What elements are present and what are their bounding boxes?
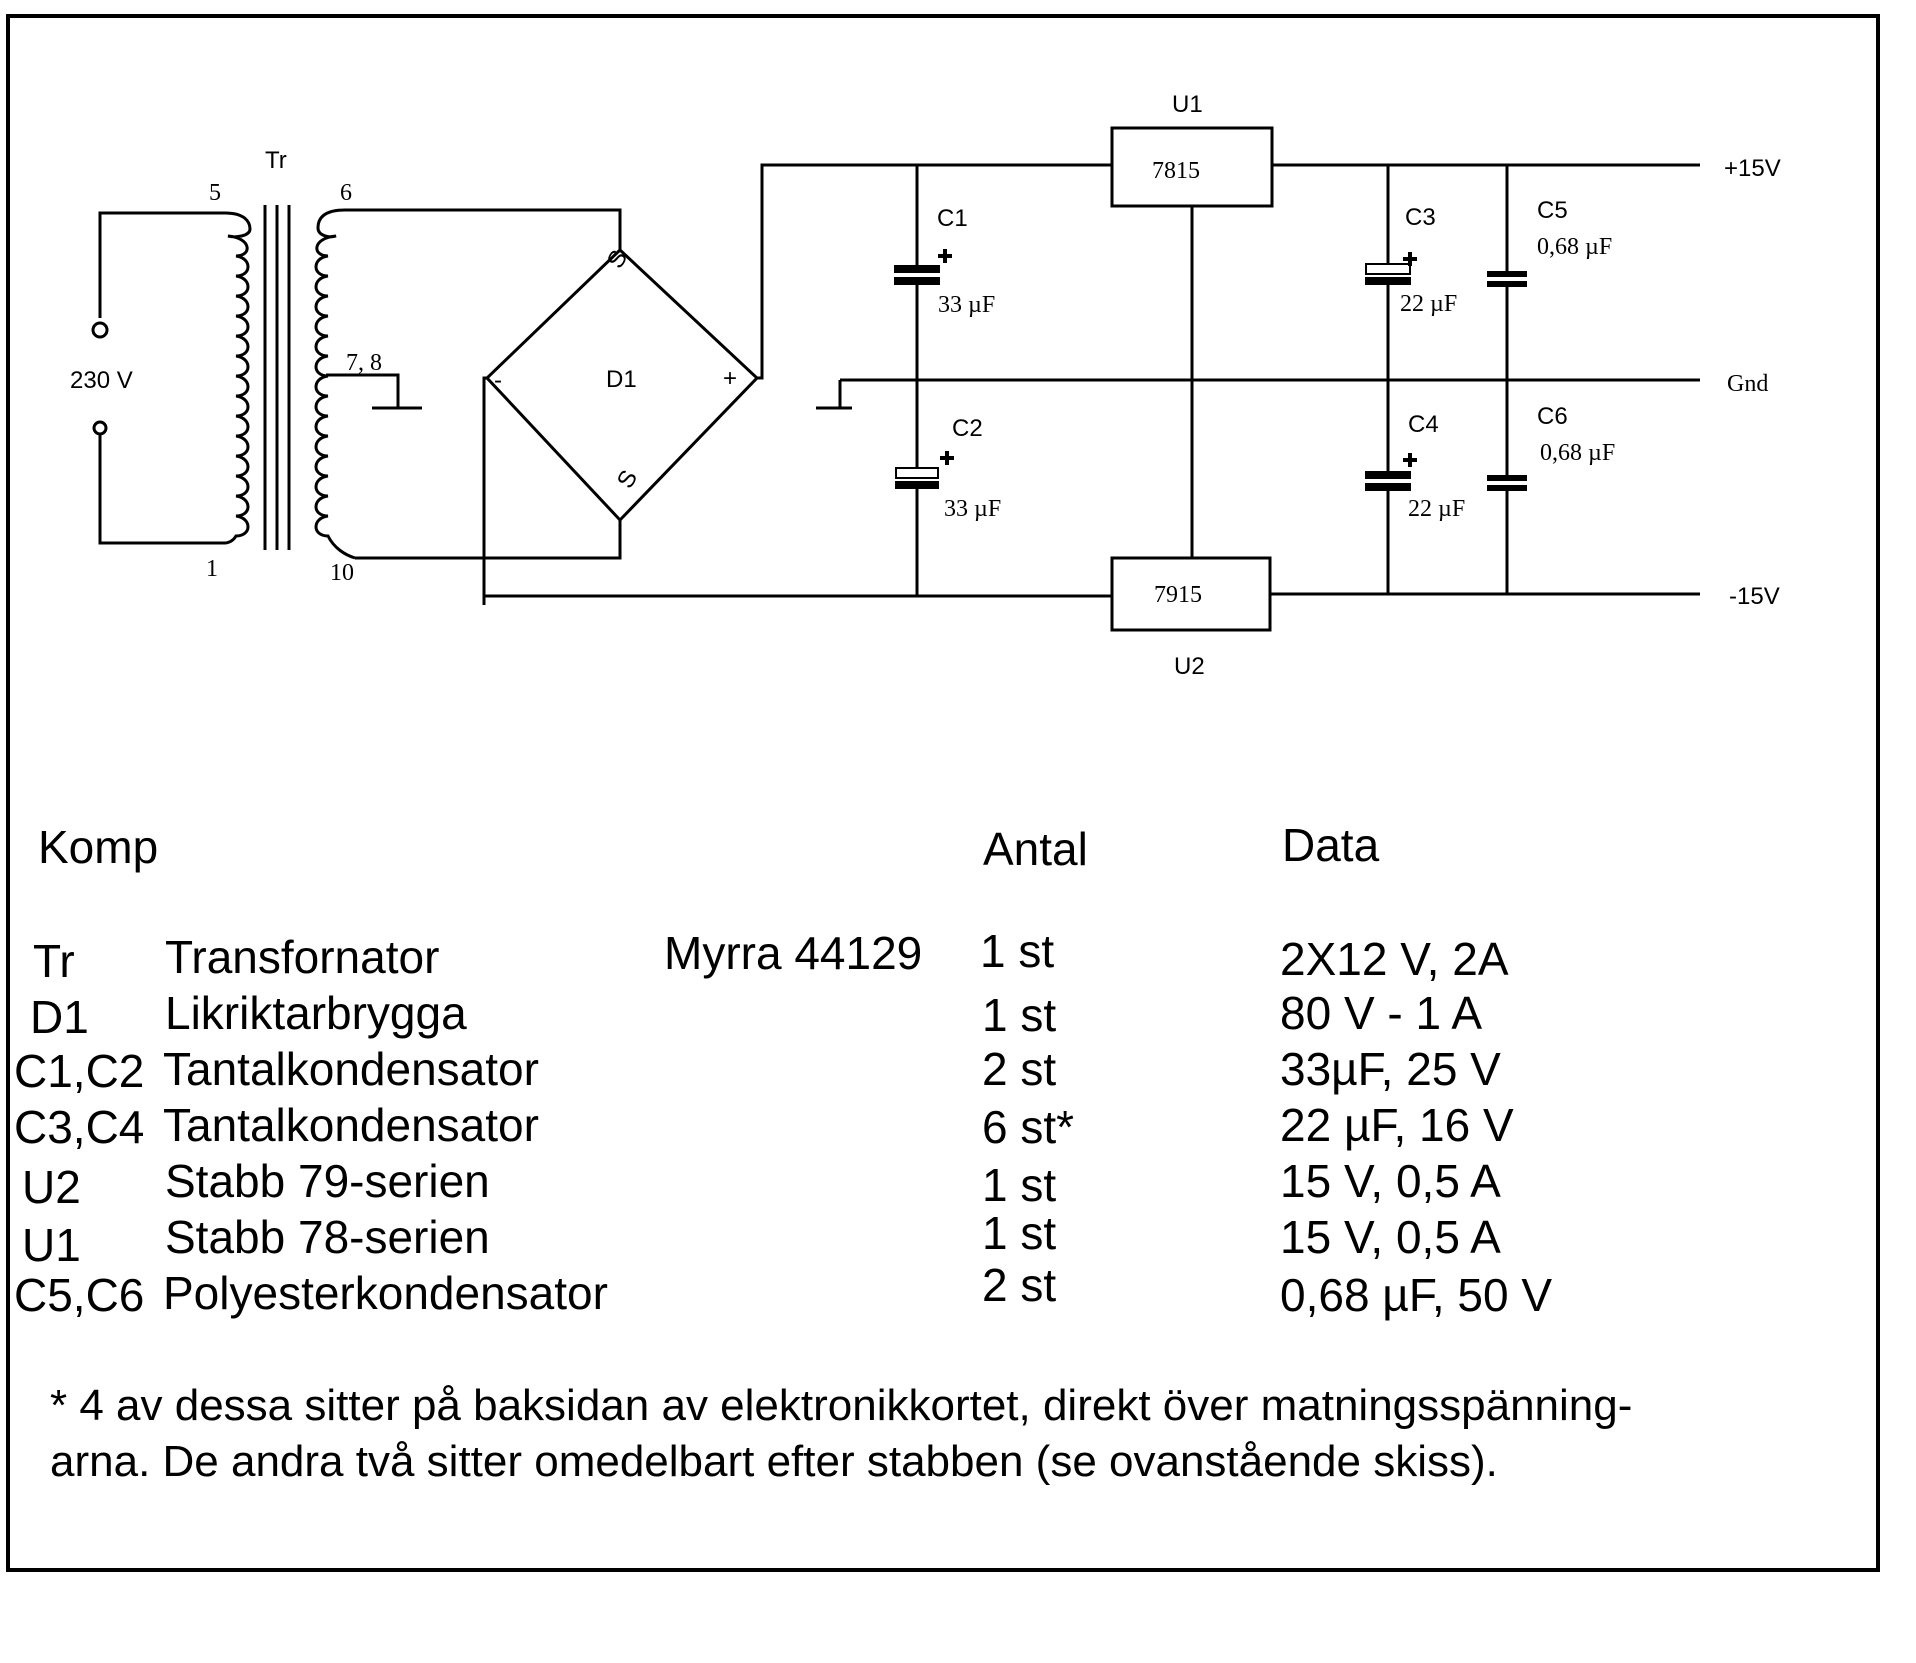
c1-plate-bottom xyxy=(894,277,940,285)
c1-plate-top xyxy=(894,265,940,273)
bridge-s-top-label: S xyxy=(602,246,633,273)
c4-value: 22 µF xyxy=(1408,496,1465,522)
bridge-minus-wire xyxy=(482,376,487,605)
table-row-name: Likriktarbrygga xyxy=(165,987,467,1039)
c3-value: 22 µF xyxy=(1400,291,1457,317)
table-row-antal: 1 st xyxy=(982,1159,1057,1211)
table-row-antal: 2 st xyxy=(982,1259,1057,1311)
pin-5-label: 5 xyxy=(209,180,221,206)
c4-plate-top xyxy=(1365,471,1411,479)
secondary-wire-top xyxy=(345,208,622,250)
bridge-rectifier-body xyxy=(484,247,760,523)
c2-plus-mark xyxy=(940,451,954,465)
pin-10-label: 10 xyxy=(330,560,354,586)
table-row-komp: C3,C4 xyxy=(14,1101,145,1153)
c4-plus-mark xyxy=(1403,453,1417,467)
c5-plate-top xyxy=(1487,271,1527,277)
c5-plate-bottom xyxy=(1487,281,1527,287)
u1-label: U1 xyxy=(1172,91,1203,118)
bridge-plus-wire xyxy=(757,163,1112,380)
c2-plate-top xyxy=(895,467,939,479)
input-wire-bottom xyxy=(98,435,225,545)
neg-rail-label: -15V xyxy=(1729,583,1780,610)
c4-plate-bottom xyxy=(1365,483,1411,491)
secondary-coil xyxy=(314,208,356,560)
table-row-antal: 1 st xyxy=(980,925,1055,977)
c1-value: 33 µF xyxy=(938,292,995,318)
pin-1-label: 1 xyxy=(206,556,218,582)
table-row-komp: C1,C2 xyxy=(14,1045,145,1097)
table-row-name: Tantalkondensator xyxy=(163,1043,539,1095)
pos-rail-label: +15V xyxy=(1724,155,1781,182)
input-terminal-bottom xyxy=(92,420,108,436)
power-supply-schematic: Tr 5 6 1 10 7, 8 230 V D1 - + S S C1 33 … xyxy=(70,91,1781,680)
pin-78-label: 7, 8 xyxy=(346,350,382,376)
table-row-komp: Tr xyxy=(33,935,75,987)
table-row-data: 33µF, 25 V xyxy=(1280,1043,1501,1095)
table-row-data: 22 µF, 16 V xyxy=(1280,1099,1514,1151)
c2-label: C2 xyxy=(952,415,983,442)
table-row-komp: U2 xyxy=(22,1161,81,1213)
transformer-label: Tr xyxy=(265,147,287,174)
table-row-data: 0,68 µF, 50 V xyxy=(1280,1269,1553,1321)
table-row-data: 15 V, 0,5 A xyxy=(1280,1211,1501,1263)
c5-value: 0,68 µF xyxy=(1537,234,1612,260)
c6-plate-top xyxy=(1487,475,1527,481)
table-header-antal: Antal xyxy=(983,823,1088,875)
c3-plate-top xyxy=(1365,263,1411,275)
table-row-data: 2X12 V, 2A xyxy=(1280,933,1509,985)
c3-label: C3 xyxy=(1405,204,1436,231)
c1-plus-mark xyxy=(938,249,952,263)
table-row-name: Transfornator xyxy=(165,931,440,983)
table-row-komp: C5,C6 xyxy=(14,1269,145,1321)
table-row-antal: 6 st* xyxy=(982,1101,1075,1153)
c2-value: 33 µF xyxy=(944,496,1001,522)
table-row-antal: 1 st xyxy=(982,989,1057,1041)
u2-part-label: 7915 xyxy=(1154,582,1202,608)
input-wire-top xyxy=(98,211,225,318)
c6-label: C6 xyxy=(1537,403,1568,430)
bridge-minus-label: - xyxy=(494,367,502,394)
table-row-komp: U1 xyxy=(22,1219,81,1271)
u2-label: U2 xyxy=(1174,653,1205,680)
secondary-wire-bottom xyxy=(355,520,622,560)
table-header-komp: Komp xyxy=(38,821,159,873)
bridge-plus-label: + xyxy=(723,365,737,392)
table-row-name: Tantalkondensator xyxy=(163,1099,539,1151)
table-row-name: Stabb 78-serien xyxy=(165,1211,490,1263)
footnote-line-1: * 4 av dessa sitter på baksidan av elekt… xyxy=(50,1381,1633,1430)
table-row-data: 80 V - 1 A xyxy=(1280,987,1483,1039)
gnd-rail-label: Gnd xyxy=(1727,371,1768,397)
table-row-name: Polyesterkondensator xyxy=(163,1267,608,1319)
c3-plus-mark xyxy=(1403,252,1417,266)
center-tap-wire xyxy=(326,373,400,408)
page-frame xyxy=(6,14,1880,1572)
table-row-komp: D1 xyxy=(30,991,89,1043)
pin-6-label: 6 xyxy=(340,180,352,206)
bridge-label: D1 xyxy=(606,366,637,393)
bridge-s-bottom-label: S xyxy=(612,466,643,493)
c2-plate-bottom xyxy=(895,481,939,489)
table-row-antal: 2 st xyxy=(982,1043,1057,1095)
table-row-data: 15 V, 0,5 A xyxy=(1280,1155,1501,1207)
table-row-antal: 1 st xyxy=(982,1207,1057,1259)
c3-plate-bottom xyxy=(1365,277,1411,285)
c4-label: C4 xyxy=(1408,411,1439,438)
c5-label: C5 xyxy=(1537,197,1568,224)
c6-plate-bottom xyxy=(1487,485,1527,491)
input-voltage-label: 230 V xyxy=(70,367,133,394)
primary-coil xyxy=(224,211,252,545)
u1-part-label: 7815 xyxy=(1152,158,1200,184)
input-terminal-top xyxy=(91,321,109,339)
table-row-name: Stabb 79-serien xyxy=(165,1155,490,1207)
c1-label: C1 xyxy=(937,205,968,232)
table-row-model: Myrra 44129 xyxy=(664,927,923,979)
footnote-line-2: arna. De andra två sitter omedelbart eft… xyxy=(50,1437,1498,1486)
table-header-data: Data xyxy=(1282,819,1380,871)
c6-value: 0,68 µF xyxy=(1540,440,1615,466)
footnote: * 4 av dessa sitter på baksidan av elekt… xyxy=(50,1378,1850,1490)
